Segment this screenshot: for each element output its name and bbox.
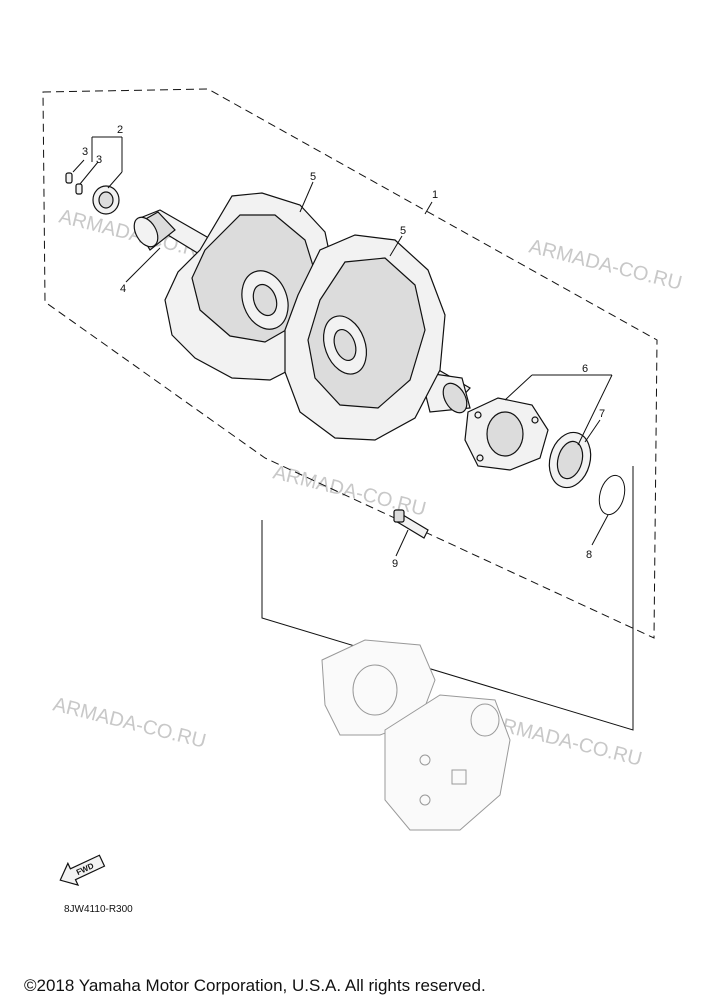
leader-6 [504,374,613,446]
callout-4: 4 [120,283,126,295]
reference-caliper [384,694,511,831]
watermark: ARMADA-CO.RU [487,712,644,771]
bolt-part-3 [65,172,83,195]
leader-9 [395,529,409,557]
bracket-frame [261,466,634,731]
callout-5: 5 [400,225,406,237]
circlip-part-8 [598,474,626,516]
seal-part-7 [548,431,592,489]
diagram-code: 8JW4110-R300 [64,904,133,915]
callout-8: 8 [586,549,592,561]
leader-7 [584,419,601,443]
fwd-arrow-icon: FWD [59,854,106,887]
callout-1: 1 [432,189,438,201]
leader-5a [299,181,314,213]
leader-5b [389,235,403,257]
callout-9: 9 [392,558,398,570]
assembly-outline [42,88,658,639]
leader-8 [591,514,609,546]
callout-3: 3 [96,154,102,166]
bearing-part-2 [92,185,120,215]
drive-sprocket-part-5-left [164,192,336,381]
leader-2-3 [72,136,123,189]
watermark: ARMADA-CO.RU [527,236,684,295]
drive-sprocket-part-5-right [284,234,446,441]
copyright-notice: ©2018 Yamaha Motor Corporation, U.S.A. A… [24,976,486,995]
leader-4 [125,247,161,283]
callout-3: 3 [82,146,88,158]
bolt-part-9 [393,509,429,539]
callout-7: 7 [599,408,605,420]
callout-6: 6 [582,363,588,375]
callout-2: 2 [117,124,123,136]
bearing-housing-part-6 [464,397,549,471]
callout-5: 5 [310,171,316,183]
leader-1 [424,201,433,215]
watermark: ARMADA-CO.RU [51,694,208,753]
